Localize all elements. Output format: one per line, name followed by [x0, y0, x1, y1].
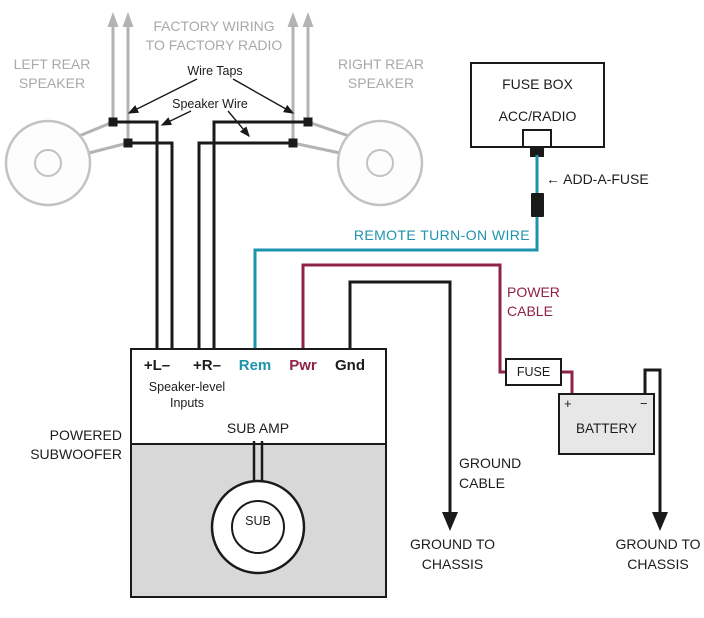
factory-wiring-label: FACTORY WIRING TO FACTORY RADIO [140, 17, 288, 56]
wire-tap-icon [303, 117, 313, 127]
ground-chassis-right-line2: CHASSIS [627, 555, 689, 572]
left-speaker-label-line2: SPEAKER [18, 75, 86, 92]
ground-chassis-left-line1: GROUND TO [409, 536, 496, 552]
ground-chassis-left-line2: CHASSIS [421, 555, 484, 572]
fuse-box-circuit: ACC/RADIO [498, 108, 577, 124]
down-arrow-icon [652, 512, 668, 531]
ground-cable-label: GROUND CABLE [459, 454, 521, 493]
terminal-ground: Gnd [335, 357, 365, 374]
speaker-icon [4, 119, 92, 207]
speaker-wire-right-minus [197, 141, 293, 348]
add-a-fuse-label: ← ADD-A-FUSE [546, 171, 649, 187]
up-arrow-icon [287, 12, 299, 27]
wire-taps [108, 117, 313, 148]
wire-tap-icon [288, 138, 298, 148]
right-speaker-label-line1: RIGHT REAR [337, 56, 425, 72]
ground-cable-line2: CABLE [459, 474, 505, 491]
power-cable-label: POWER CABLE [507, 283, 560, 322]
left-speaker-lead-1 [78, 120, 114, 138]
right-speaker-lead-2 [292, 141, 341, 155]
inline-fuse-box [505, 358, 562, 386]
speaker-icon [336, 119, 424, 207]
remote-turn-on-wire [253, 155, 539, 348]
power-cable-line1: POWER [507, 284, 560, 300]
remote-turn-on-label: REMOTE TURN-ON WIRE [353, 227, 530, 243]
speaker-dustcap-icon [366, 149, 394, 177]
down-arrow-icon [442, 512, 458, 531]
left-speaker-label: LEFT REAR SPEAKER [2, 55, 102, 94]
ground-chassis-left-label: GROUND TO CHASSIS [395, 535, 510, 574]
fuse-to-battery-wire [562, 370, 574, 393]
ground-cable-line1: GROUND [459, 455, 522, 471]
powered-subwoofer-line2: SUBWOOFER [30, 446, 122, 463]
ground-chassis-right-line1: GROUND TO [615, 536, 701, 552]
battery-plus: + [564, 396, 572, 411]
right-speaker-label: RIGHT REAR SPEAKER [331, 55, 431, 94]
right-speaker-label-line2: SPEAKER [347, 75, 415, 92]
power-cable-line2: CABLE [507, 303, 553, 320]
speaker-level-wires [113, 120, 308, 348]
factory-wiring-line1: FACTORY WIRING [153, 18, 275, 34]
up-arrow-icon [107, 12, 119, 27]
terminal-power: Pwr [289, 357, 317, 374]
speaker-wire-left-minus [128, 141, 174, 348]
sub-label: SUB [245, 514, 271, 528]
up-arrow-icon [302, 12, 314, 27]
left-rear-speaker [4, 119, 92, 207]
wire-taps-label: Wire Taps [187, 64, 243, 78]
sub-amp-label: SUB AMP [226, 420, 290, 436]
speaker-dustcap-icon [34, 149, 62, 177]
ground-chassis-right-label: GROUND TO CHASSIS [600, 535, 704, 574]
battery-label: BATTERY [575, 421, 637, 436]
terminal-right-speaker: +R– [193, 357, 221, 374]
wire-tap-icon [108, 117, 118, 127]
left-speaker-lead-2 [88, 141, 129, 155]
speaker-level-inputs-line1: Speaker-level [148, 380, 226, 394]
add-a-fuse-holder [531, 193, 544, 217]
right-rear-speaker [336, 119, 424, 207]
up-arrow-icon [122, 12, 134, 27]
battery-minus: − [640, 396, 648, 411]
terminal-remote: Rem [238, 357, 272, 374]
left-speaker-label-line1: LEFT REAR [13, 56, 91, 72]
wire-tap-icon [123, 138, 133, 148]
speaker-wire-label: Speaker Wire [172, 97, 248, 111]
speaker-wire-left-plus [113, 120, 159, 348]
fuse-box-title: FUSE BOX [502, 76, 573, 92]
factory-wiring-line2: TO FACTORY RADIO [145, 37, 283, 54]
speaker-wire-right-plus [212, 120, 308, 348]
speaker-level-inputs-label: Speaker-level Inputs [131, 379, 243, 412]
terminal-left-speaker: +L– [143, 357, 171, 374]
speaker-wire-arrow-right [227, 110, 250, 138]
speaker-level-inputs-line2: Inputs [169, 396, 205, 411]
powered-subwoofer-label: POWERED SUBWOOFER [18, 426, 122, 465]
fuse-label: FUSE [516, 365, 551, 379]
battery-box [558, 393, 655, 455]
right-speaker-lead-1 [307, 120, 350, 138]
powered-subwoofer-line1: POWERED [49, 427, 122, 443]
